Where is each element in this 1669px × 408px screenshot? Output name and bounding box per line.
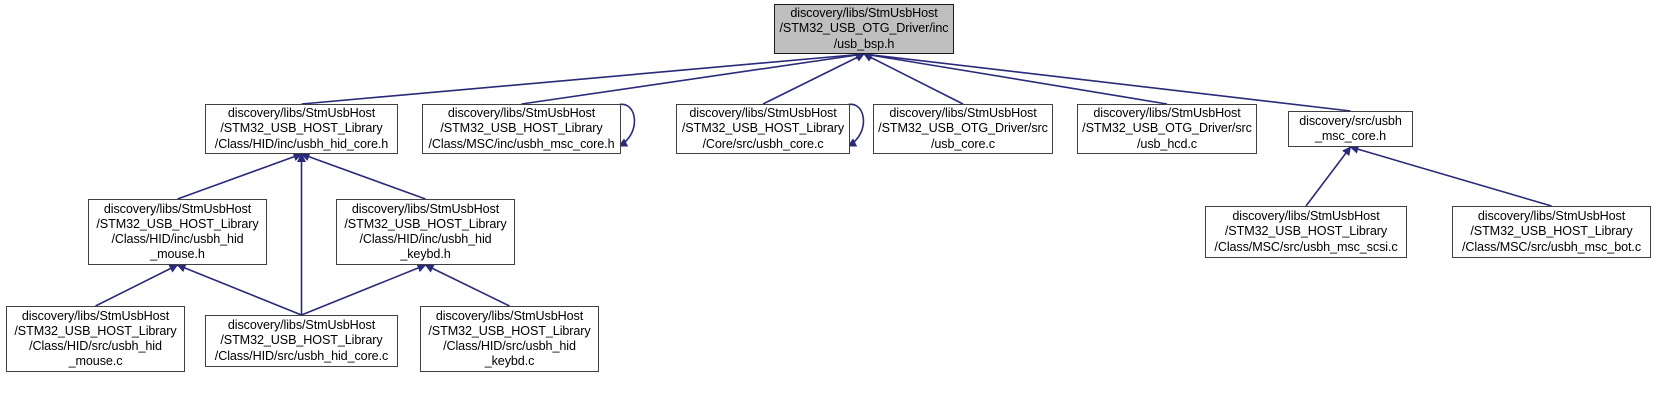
graph-node-label: discovery/libs/StmUsbHost /STM32_USB_HOS… <box>214 318 389 363</box>
graph-node-usbh_msc_bot_c[interactable]: discovery/libs/StmUsbHost /STM32_USB_HOS… <box>1452 206 1651 258</box>
graph-node-usb_bsp_h[interactable]: discovery/libs/StmUsbHost /STM32_USB_OTG… <box>774 4 954 54</box>
graph-node-usbh_msc_core_h[interactable]: discovery/libs/StmUsbHost /STM32_USB_HOS… <box>422 104 621 154</box>
graph-node-usbh_core_c[interactable]: discovery/libs/StmUsbHost /STM32_USB_HOS… <box>676 104 850 154</box>
graph-node-usbh_hid_mouse_h[interactable]: discovery/libs/StmUsbHost /STM32_USB_HOS… <box>88 199 267 265</box>
graph-node-label: discovery/libs/StmUsbHost /STM32_USB_HOS… <box>428 106 615 151</box>
graph-edge-usbh_hid_mouse_c-to-usbh_hid_mouse_h <box>95 264 179 307</box>
graph-node-label: discovery/libs/StmUsbHost /STM32_USB_HOS… <box>1214 209 1398 254</box>
graph-node-usbh_hid_mouse_c[interactable]: discovery/libs/StmUsbHost /STM32_USB_HOS… <box>6 306 185 372</box>
graph-edge-usbh_msc_core_h-to-usb_bsp_h <box>521 50 865 105</box>
graph-edge-usbh_hid_keybd_c-to-usbh_hid_keybd_h <box>424 264 510 307</box>
graph-node-label: discovery/libs/StmUsbHost /STM32_USB_HOS… <box>344 201 507 262</box>
graph-node-label: discovery/libs/StmUsbHost /STM32_USB_HOS… <box>428 308 591 369</box>
graph-edge-usbh_hid_keybd_h-to-usbh_hid_core_h <box>300 152 426 200</box>
graph-node-label: discovery/libs/StmUsbHost /STM32_USB_OTG… <box>779 6 949 51</box>
graph-edge-usbh_msc_scsi_c-to-usbh_msc_core_disc_h <box>1305 146 1352 207</box>
graph-node-label: discovery/libs/StmUsbHost /STM32_USB_HOS… <box>681 106 845 151</box>
graph-node-label: discovery/libs/StmUsbHost /STM32_USB_HOS… <box>14 308 177 369</box>
graph-node-label: discovery/libs/StmUsbHost /STM32_USB_HOS… <box>214 106 389 151</box>
graph-node-label: discovery/src/usbh _msc_core.h <box>1299 113 1402 143</box>
graph-node-label: discovery/libs/StmUsbHost /STM32_USB_HOS… <box>1461 209 1642 254</box>
graph-edge-usb_hcd_c-to-usb_bsp_h <box>863 50 1168 105</box>
graph-edge-usb_core_c-to-usb_bsp_h <box>863 53 964 105</box>
graph-edge-usbh_msc_core_disc_h-to-usb_bsp_h <box>863 50 1351 112</box>
graph-edge-usbh_hid_core_c-to-usbh_hid_keybd_h <box>301 263 427 316</box>
graph-node-usbh_hid_core_c[interactable]: discovery/libs/StmUsbHost /STM32_USB_HOS… <box>205 315 398 367</box>
graph-edge-usbh_core_c-to-usb_bsp_h <box>762 53 865 105</box>
graph-edge-usbh_hid_mouse_h-to-usbh_hid_core_h <box>177 152 303 200</box>
graph-node-label: discovery/libs/StmUsbHost /STM32_USB_HOS… <box>96 201 259 262</box>
graph-edge-usbh_msc_bot_c-to-usbh_msc_core_disc_h <box>1349 144 1552 207</box>
graph-node-usb_core_c[interactable]: discovery/libs/StmUsbHost /STM32_USB_OTG… <box>873 104 1053 154</box>
graph-node-usb_hcd_c[interactable]: discovery/libs/StmUsbHost /STM32_USB_OTG… <box>1077 104 1257 154</box>
graph-edge-usbh_hid_core_h-to-usb_bsp_h <box>301 50 865 105</box>
graph-node-label: discovery/libs/StmUsbHost /STM32_USB_OTG… <box>1082 106 1252 151</box>
graph-node-usbh_hid_keybd_c[interactable]: discovery/libs/StmUsbHost /STM32_USB_HOS… <box>420 306 599 372</box>
graph-node-usbh_msc_scsi_c[interactable]: discovery/libs/StmUsbHost /STM32_USB_HOS… <box>1205 206 1407 258</box>
graph-node-label: discovery/libs/StmUsbHost /STM32_USB_OTG… <box>878 106 1048 151</box>
graph-edge-usbh_hid_core_c-to-usbh_hid_mouse_h <box>176 263 302 316</box>
graph-node-usbh_hid_keybd_h[interactable]: discovery/libs/StmUsbHost /STM32_USB_HOS… <box>336 199 515 265</box>
graph-node-usbh_hid_core_h[interactable]: discovery/libs/StmUsbHost /STM32_USB_HOS… <box>205 104 398 154</box>
graph-node-usbh_msc_core_disc_h[interactable]: discovery/src/usbh _msc_core.h <box>1288 111 1413 147</box>
